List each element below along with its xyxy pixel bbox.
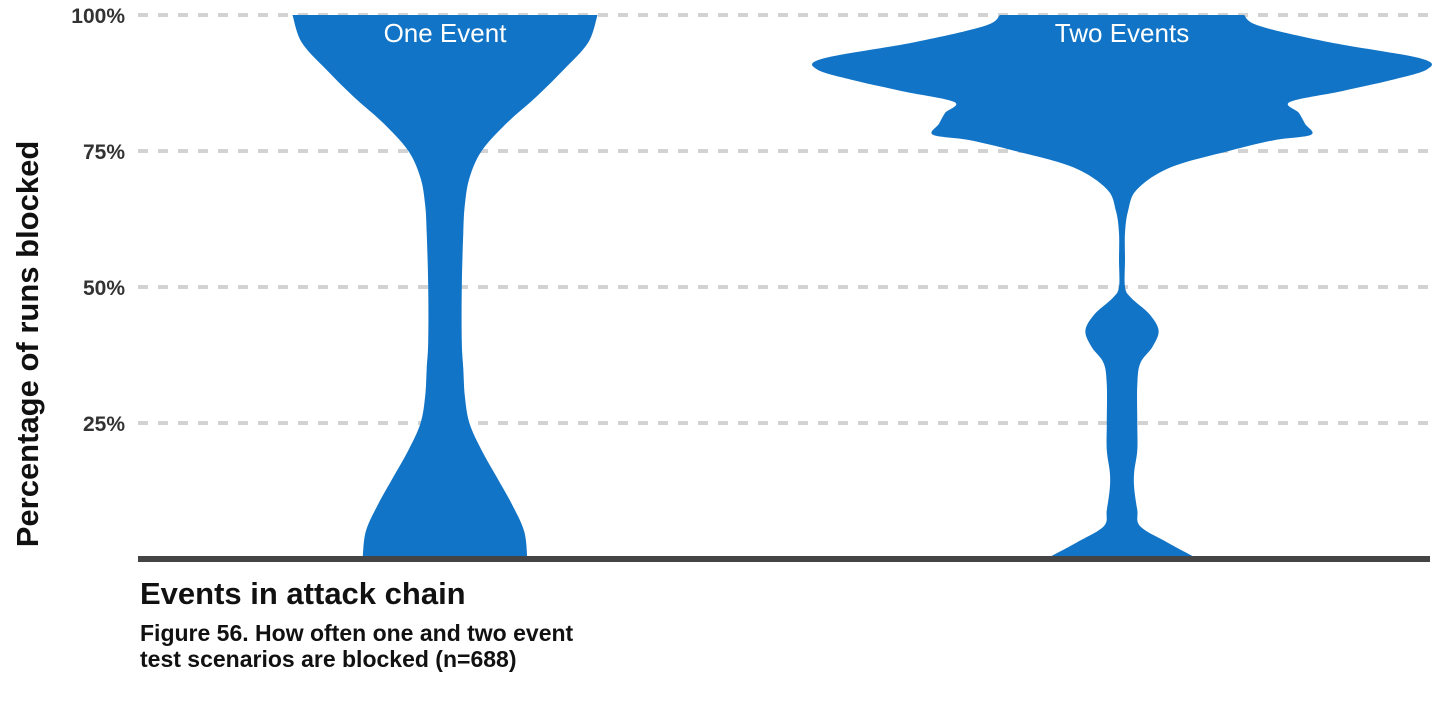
violin-labels: One Event Two Events bbox=[384, 18, 1190, 48]
y-axis-label: Percentage of runs blocked bbox=[10, 141, 45, 548]
x-axis-label: Events in attack chain bbox=[140, 576, 466, 611]
y-tick-label: 100% bbox=[71, 5, 125, 28]
y-axis-ticks: 25% 50% 75% 100% bbox=[71, 5, 125, 436]
y-tick-label: 25% bbox=[83, 413, 125, 436]
y-tick-label: 75% bbox=[83, 141, 125, 164]
violin-label: Two Events bbox=[1055, 18, 1189, 48]
violin-two-events bbox=[812, 15, 1432, 559]
y-tick-label: 50% bbox=[83, 277, 125, 300]
violins bbox=[292, 15, 1432, 559]
gridlines bbox=[138, 13, 1430, 425]
violin-label: One Event bbox=[384, 18, 508, 48]
violin-one-event bbox=[292, 15, 598, 559]
figure-caption: Figure 56. How often one and two event t… bbox=[140, 620, 574, 672]
